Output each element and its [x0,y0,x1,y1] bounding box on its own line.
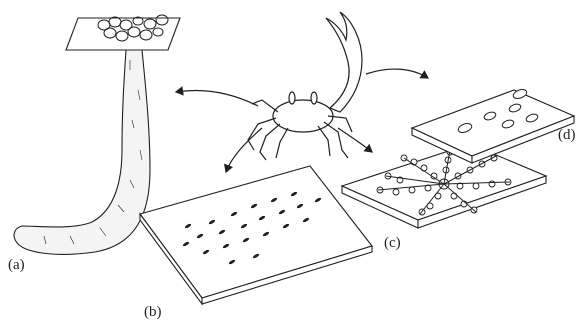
label-b: (b) [144,304,162,321]
scattered-panel-d [412,88,574,163]
label-a: (a) [8,257,25,274]
arrow-to-a [176,91,258,106]
label-c: (c) [384,235,401,252]
burrow-tube [14,50,150,254]
label-d: (d) [558,127,576,144]
crab-eye-right [311,92,317,104]
fiddler-crab [248,12,362,160]
arrow-to-c [338,128,372,152]
panel-b-top [140,166,372,298]
crab-eye-left [289,92,295,104]
feeding-panel-b [140,166,372,304]
pellet-star-panel-c [342,144,546,228]
arrow-to-b [226,128,262,172]
arrow-to-d [366,69,428,78]
crab-large-claw [326,12,362,112]
crab-carapace [273,100,333,132]
